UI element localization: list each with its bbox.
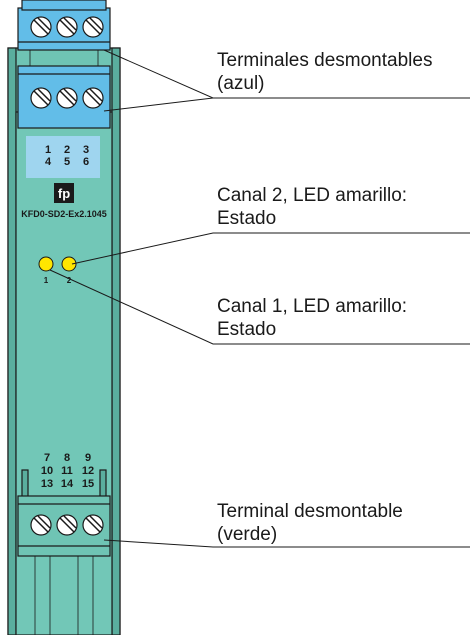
callout-line: (verde) — [217, 524, 278, 545]
terminal-label-panel — [26, 136, 100, 178]
callout-channel1-led: Canal 1, LED amarillo: Estado — [217, 295, 407, 341]
callout-line: Estado — [217, 208, 277, 229]
terminal-number: 3 — [83, 144, 89, 156]
terminal-number: 7 — [44, 452, 50, 464]
callout-channel2-led: Canal 2, LED amarillo: Estado — [217, 184, 407, 230]
callout-line: Terminales desmontables — [217, 50, 433, 71]
terminal-number: 4 — [45, 156, 52, 168]
callout-line: Canal 1, LED amarillo: — [217, 296, 408, 317]
top-terminal-block-lower — [17, 65, 111, 129]
callout-line: Canal 2, LED amarillo: — [217, 185, 408, 206]
leader-line-led-1 — [49, 269, 470, 345]
terminal-number: 13 — [41, 478, 53, 490]
terminal-number: 9 — [85, 452, 91, 464]
terminal-number: 11 — [61, 465, 73, 477]
led-label-1: 1 — [44, 276, 49, 285]
callout-line: (azul) — [217, 73, 265, 94]
terminal-number: 1 — [45, 144, 51, 156]
leader-line-led-2 — [71, 232, 470, 265]
led-group — [38, 256, 77, 272]
bottom-terminal-block — [17, 495, 111, 557]
terminal-number: 12 — [82, 465, 94, 477]
bottom-terminal-numbers: 7 8 9 10 11 12 13 14 15 — [41, 452, 94, 490]
terminal-number: 14 — [61, 478, 74, 490]
terminal-number: 15 — [82, 478, 94, 490]
terminal-number: 6 — [83, 156, 89, 168]
callout-removable-terminals: Terminales desmontables (azul) — [217, 49, 432, 95]
svg-text:fp: fp — [58, 186, 70, 201]
callout-line: Estado — [217, 319, 277, 340]
led-channel-2 — [61, 256, 77, 272]
terminal-number: 10 — [41, 465, 53, 477]
terminal-number: 5 — [64, 156, 70, 168]
model-number: KFD0-SD2-Ex2.1045 — [21, 209, 107, 219]
callout-line: Terminal desmontable — [217, 501, 403, 522]
top-terminal-numbers: 1 2 3 4 5 6 — [45, 144, 89, 168]
leader-line-terminals-2 — [103, 97, 214, 112]
leader-line-terminal-green — [103, 539, 470, 548]
callout-terminal-green: Terminal desmontable (verde) — [217, 500, 403, 546]
led-channel-1 — [38, 256, 54, 272]
terminal-number: 8 — [64, 452, 70, 464]
leader-lines — [49, 49, 470, 548]
brand-logo: fp — [54, 183, 74, 203]
terminal-number: 2 — [64, 144, 70, 156]
top-terminal-block-upper — [17, 0, 111, 51]
led-label-2: 2 — [67, 276, 72, 285]
